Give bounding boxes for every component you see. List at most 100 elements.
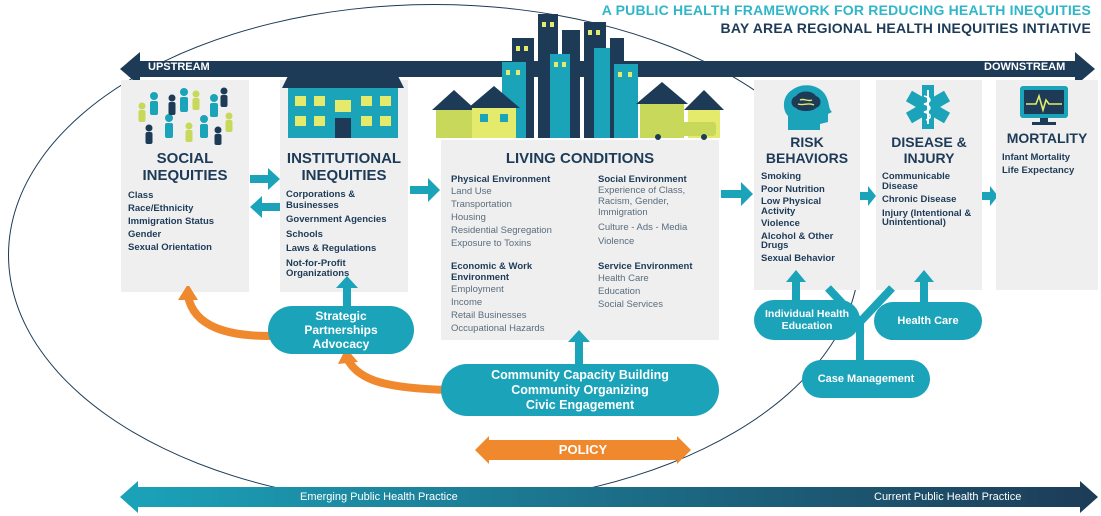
list-item: Chronic Disease xyxy=(882,194,957,205)
intervention-connectors xyxy=(786,270,934,368)
institutional-title-line2: INEQUITIES xyxy=(301,167,387,184)
list-item: Sexual Orientation xyxy=(128,242,212,253)
star-of-life-icon xyxy=(905,85,951,129)
city-skyline-icon xyxy=(432,14,724,140)
arrow-up-icon xyxy=(568,330,590,366)
physical-environment-list: Land Use Transportation Housing Resident… xyxy=(451,185,591,250)
list-item: Residential Segregation xyxy=(451,225,552,236)
heart-monitor-icon xyxy=(1020,86,1068,125)
list-item: Experience of Class, Racism, Gender, Imm… xyxy=(598,185,686,218)
list-item: Smoking xyxy=(761,171,802,182)
strategic-partnerships-pill: Strategic Partnerships Advocacy xyxy=(268,306,414,354)
list-item: Violence xyxy=(598,236,635,247)
pill-line: Individual Health xyxy=(764,308,849,320)
health-care-pill: Health Care xyxy=(874,302,982,340)
list-item: Social Services xyxy=(598,299,663,310)
pill-line: Education xyxy=(781,320,833,332)
economic-environment-heading: Economic & Work Environment xyxy=(451,261,533,283)
risk-title-line1: RISK xyxy=(790,134,824,150)
social-environment-heading: Social Environment xyxy=(598,174,687,185)
mortality-list: Infant Mortality Life Expectancy xyxy=(1002,152,1096,178)
list-item: Violence xyxy=(761,218,800,229)
case-management-pill: Case Management xyxy=(802,360,930,398)
list-item: Immigration Status xyxy=(128,216,215,227)
list-item: Exposure to Toxins xyxy=(451,238,532,249)
social-title-line1: SOCIAL xyxy=(156,150,214,167)
risk-behaviors-title: RISK BEHAVIORS xyxy=(754,134,860,166)
page-subtitle: BAY AREA REGIONAL HEALTH INEQUITIES INTI… xyxy=(720,20,1091,36)
practice-arrow xyxy=(120,481,1098,513)
pill-line: Community Organizing xyxy=(511,382,649,397)
list-item: Schools xyxy=(286,228,323,240)
social-inequities-list: Class Race/Ethnicity Immigration Status … xyxy=(128,190,246,255)
list-item: Government Agencies xyxy=(286,214,387,225)
current-practice-label: Current Public Health Practice xyxy=(874,491,1022,503)
list-item: Laws & Regulations xyxy=(286,243,377,254)
social-environment-section: Social Environment Experience of Class, … xyxy=(598,174,714,247)
institutional-inequities-title: INSTITUTIONAL INEQUITIES xyxy=(280,150,408,184)
living-conditions-title: LIVING CONDITIONS xyxy=(505,150,655,167)
bidirectional-arrows-icon xyxy=(250,168,280,218)
list-item: Corporations & Businesses xyxy=(286,189,356,211)
list-item: Housing xyxy=(451,212,486,223)
institutional-title-line1: INSTITUTIONAL xyxy=(286,150,402,167)
list-item: Culture - Ads - Media xyxy=(598,222,688,233)
policy-arrow xyxy=(475,436,691,464)
disease-title-line1: DISEASE & xyxy=(891,134,967,150)
list-item: Health Care xyxy=(598,273,649,284)
list-item: Low Physical Activity xyxy=(761,196,822,217)
list-item: Poor Nutrition xyxy=(761,183,825,195)
list-item: Retail Businesses xyxy=(451,310,527,321)
institutional-inequities-list: Corporations & Businesses Government Age… xyxy=(286,189,404,281)
physical-environment-heading: Physical Environment xyxy=(451,174,551,185)
list-item: Land Use xyxy=(451,186,492,197)
community-capacity-pill: Community Capacity Building Community Or… xyxy=(441,364,719,416)
economic-environment-list: Employment Income Retail Businesses Occu… xyxy=(451,283,591,335)
arrow-right-icon xyxy=(721,182,753,206)
living-conditions-panel xyxy=(441,140,719,340)
economic-environment-section: Economic & Work Environment Employment I… xyxy=(451,261,591,335)
risk-title-line2: BEHAVIORS xyxy=(765,150,849,166)
list-item: Employment xyxy=(451,284,504,295)
list-item: Life Expectancy xyxy=(1002,165,1075,176)
pill-line: Partnerships xyxy=(304,323,378,337)
arrow-right-icon xyxy=(982,186,998,206)
list-item: Income xyxy=(451,297,483,308)
mortality-title: MORTALITY xyxy=(1006,130,1088,146)
social-inequities-title: SOCIAL INEQUITIES xyxy=(121,150,249,184)
list-item: Injury (Intentional & Unintentional) xyxy=(882,207,972,228)
social-title-line2: INEQUITIES xyxy=(142,167,228,184)
list-item: Alcohol & Other Drugs xyxy=(761,230,834,251)
service-environment-section: Service Environment Health Care Educatio… xyxy=(598,261,714,311)
service-environment-list: Health Care Education Social Services xyxy=(598,272,714,311)
pill-line: Advocacy xyxy=(312,337,370,351)
pill-line: Strategic xyxy=(315,309,367,323)
downstream-label: DOWNSTREAM xyxy=(984,61,1066,73)
list-item: Education xyxy=(598,286,641,297)
list-item: Infant Mortality xyxy=(1002,152,1071,163)
upstream-label: UPSTREAM xyxy=(148,61,210,73)
individual-health-education-pill: Individual Health Education xyxy=(754,300,860,340)
pill-line: Community Capacity Building xyxy=(491,367,669,382)
disease-injury-list: Communicable Disease Chronic Disease Inj… xyxy=(882,172,980,229)
orange-arrows xyxy=(178,286,447,394)
building-icon xyxy=(282,76,404,138)
emerging-practice-label: Emerging Public Health Practice xyxy=(300,491,458,503)
people-icon xyxy=(138,87,233,145)
arrow-right-icon xyxy=(860,186,876,206)
list-item: Communicable Disease xyxy=(882,171,951,192)
brain-head-icon xyxy=(783,85,832,130)
page-title: A PUBLIC HEALTH FRAMEWORK FOR REDUCING H… xyxy=(601,2,1091,18)
physical-environment-section: Physical Environment Land Use Transporta… xyxy=(451,174,591,250)
list-item: Gender xyxy=(128,229,162,240)
list-item: Transportation xyxy=(451,199,512,210)
list-item: Sexual Behavior xyxy=(761,252,835,264)
disease-title-line2: INJURY xyxy=(903,150,955,166)
policy-label: POLICY xyxy=(558,442,608,457)
pill-line: Civic Engagement xyxy=(525,397,635,412)
arrow-up-icon xyxy=(336,276,358,308)
service-environment-heading: Service Environment xyxy=(598,261,693,272)
list-item: Race/Ethnicity xyxy=(128,203,194,214)
list-item: Occupational Hazards xyxy=(451,323,545,334)
social-environment-list: Experience of Class, Racism, Gender, Imm… xyxy=(598,185,714,247)
